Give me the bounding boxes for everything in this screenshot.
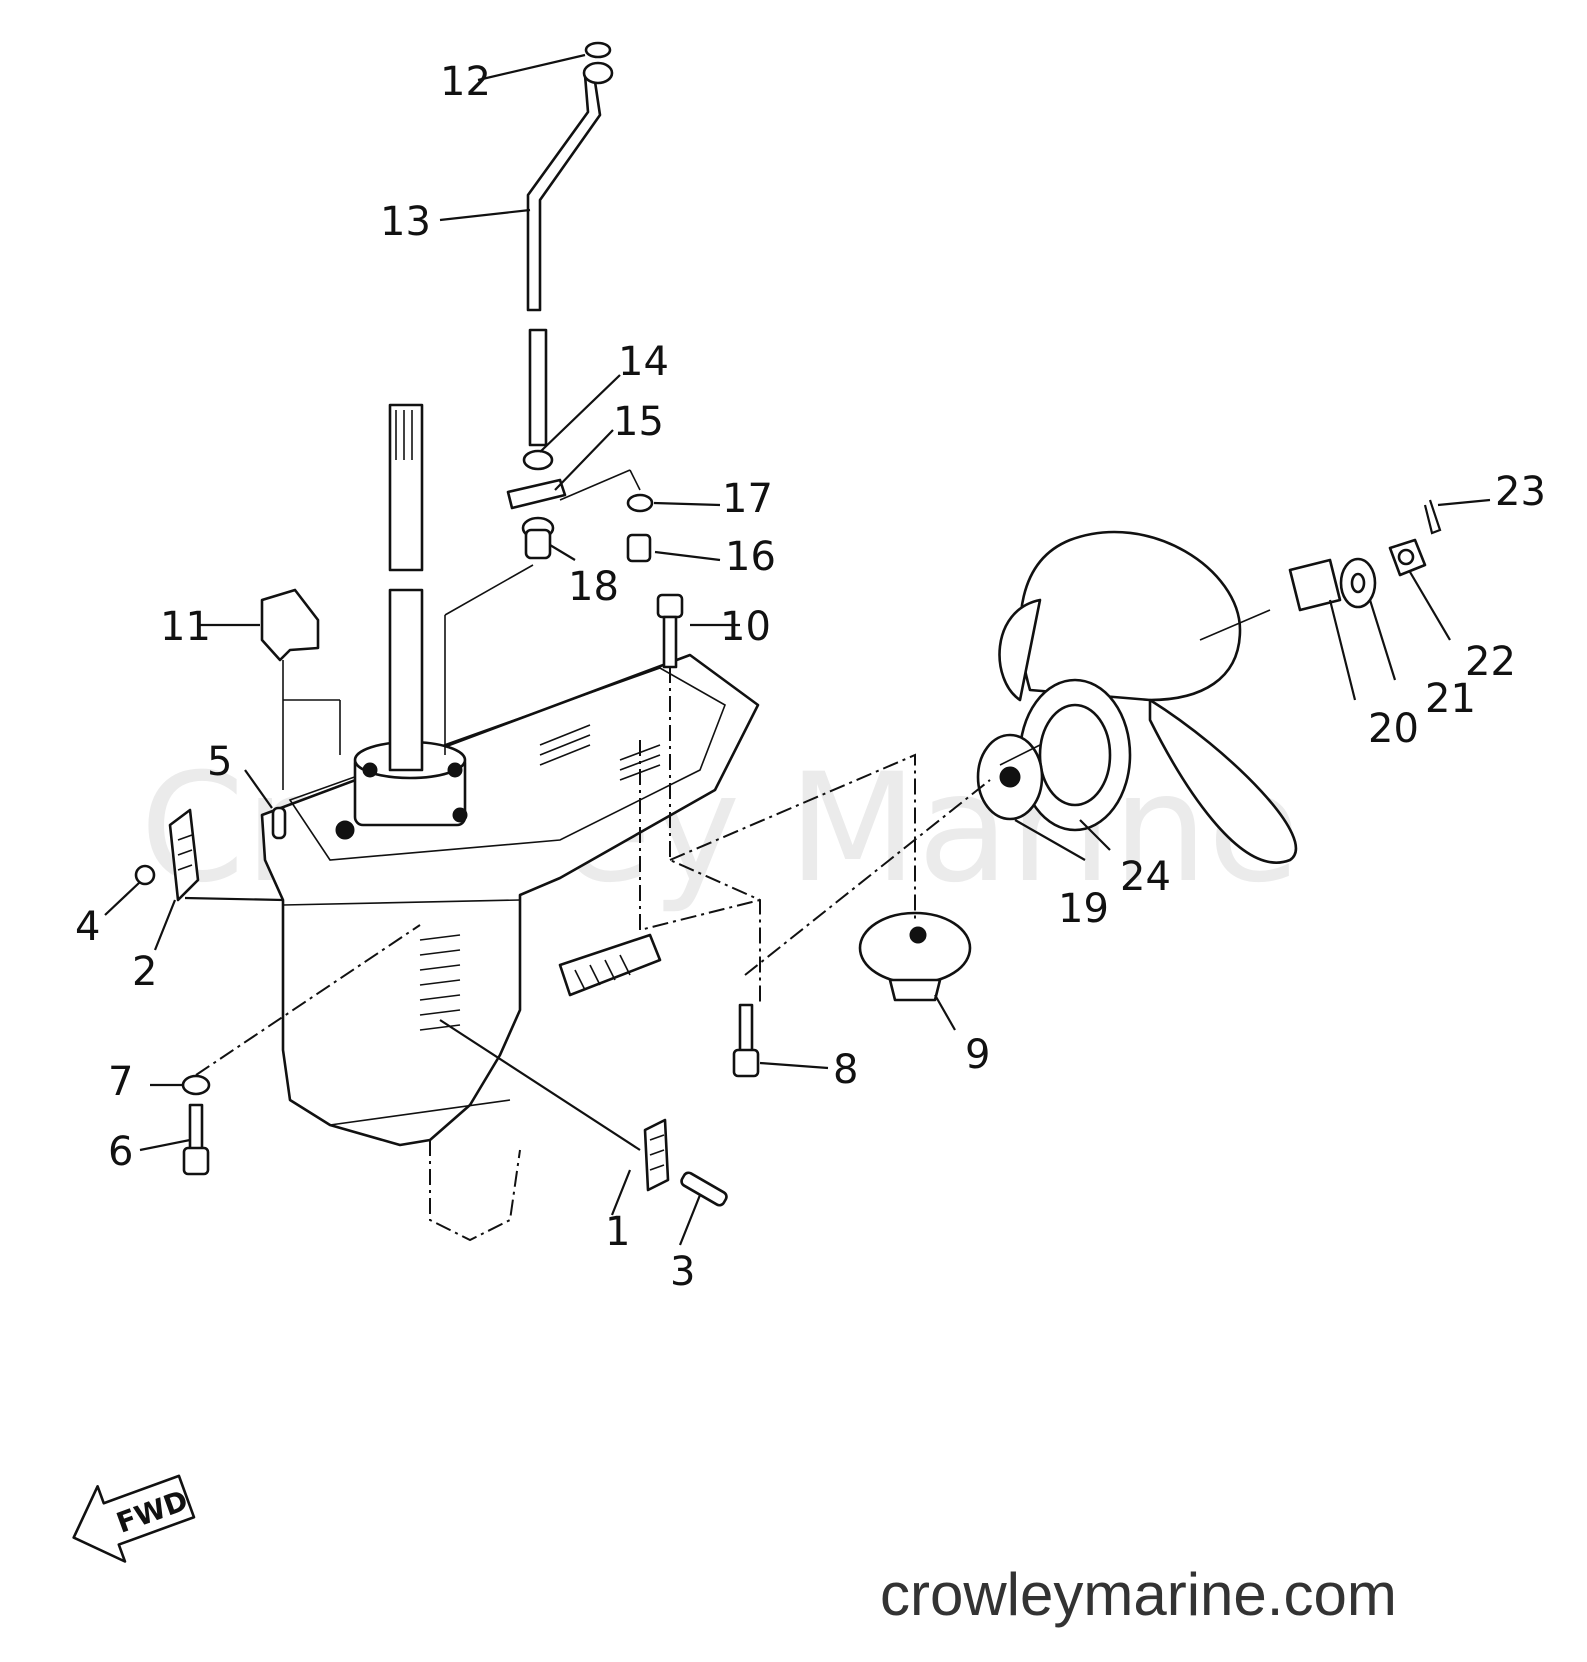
callout-11: 11 — [160, 604, 211, 650]
leader-lines — [104, 53, 1491, 1246]
callout-1: 1 — [605, 1209, 630, 1255]
propeller-assembly — [976, 499, 1442, 864]
anodes — [168, 588, 670, 1192]
callout-8: 8 — [833, 1047, 858, 1093]
lower-casing — [260, 653, 760, 1242]
callout-18: 18 — [568, 564, 619, 610]
callout-17: 17 — [722, 476, 773, 522]
callout-5: 5 — [207, 739, 232, 785]
callout-labels: 1 2 3 4 5 6 7 8 9 10 11 12 13 14 15 16 1… — [75, 59, 1546, 1295]
drive-shaft — [388, 403, 424, 772]
callout-6: 6 — [108, 1129, 133, 1175]
callout-10: 10 — [720, 604, 771, 650]
website-footer[interactable]: crowleymarine.com — [880, 1561, 1397, 1628]
callout-14: 14 — [618, 339, 669, 385]
callout-9: 9 — [965, 1032, 990, 1078]
fasteners — [134, 493, 760, 1207]
callout-13: 13 — [380, 199, 431, 245]
callout-15: 15 — [613, 399, 664, 445]
callout-24: 24 — [1120, 854, 1171, 900]
callout-21: 21 — [1425, 676, 1476, 722]
callout-12: 12 — [440, 59, 491, 105]
callout-3: 3 — [670, 1249, 695, 1295]
callout-20: 20 — [1368, 706, 1419, 752]
water-inlet-cover — [858, 911, 972, 1002]
callout-16: 16 — [725, 534, 776, 580]
callout-7: 7 — [108, 1059, 133, 1105]
callout-2: 2 — [132, 949, 157, 995]
callout-22: 22 — [1465, 639, 1516, 685]
forward-direction-arrow: FWD — [72, 1474, 196, 1563]
callout-4: 4 — [75, 904, 100, 950]
callout-23: 23 — [1495, 469, 1546, 515]
callout-19: 19 — [1058, 886, 1109, 932]
shift-rod — [506, 41, 614, 560]
